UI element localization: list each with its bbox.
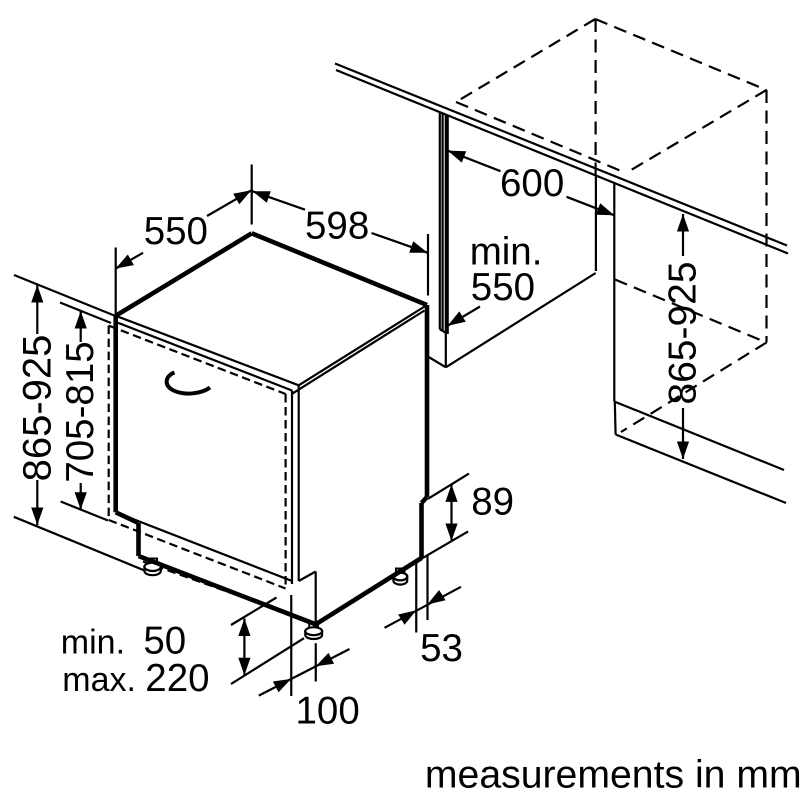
svg-text:598: 598 (305, 205, 369, 248)
svg-text:600: 600 (500, 162, 564, 205)
svg-text:min.: min. (470, 231, 543, 274)
svg-text:220: 220 (145, 657, 209, 700)
svg-text:min.: min. (61, 624, 125, 662)
svg-text:550: 550 (144, 210, 208, 253)
svg-text:100: 100 (296, 690, 360, 733)
svg-text:max.: max. (62, 661, 136, 699)
svg-text:865-925: 865-925 (662, 261, 705, 404)
svg-text:705-815: 705-815 (59, 341, 102, 482)
svg-text:50: 50 (143, 620, 186, 663)
svg-text:865-925: 865-925 (15, 335, 59, 482)
svg-text:measurements in mm: measurements in mm (425, 754, 800, 797)
svg-text:53: 53 (420, 627, 463, 670)
svg-text:550: 550 (471, 266, 535, 309)
svg-text:89: 89 (471, 481, 514, 524)
